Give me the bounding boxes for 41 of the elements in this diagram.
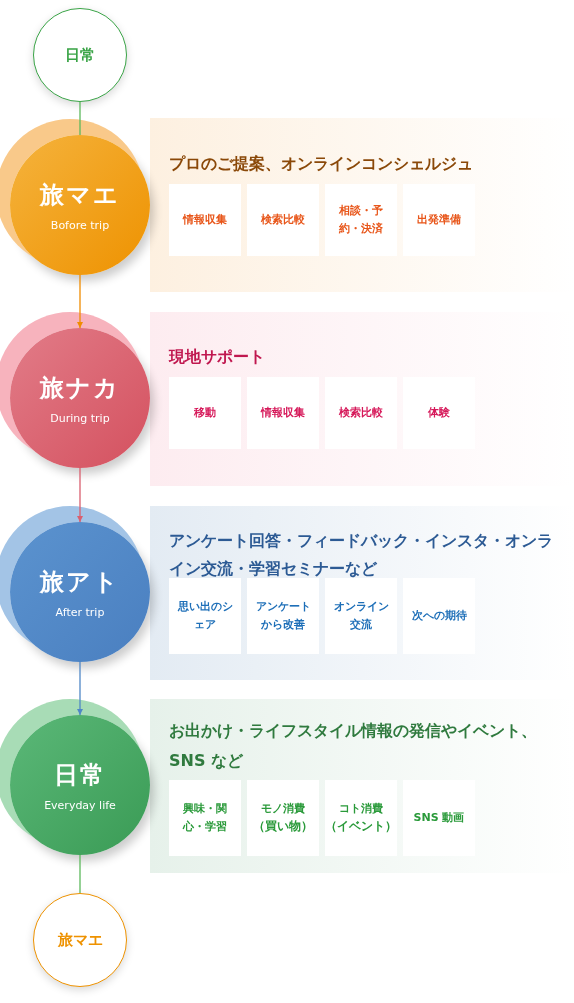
connector-line bbox=[76, 467, 84, 523]
activity-card bbox=[247, 184, 319, 256]
activity-label: コト消費 （イベント） bbox=[333, 800, 389, 836]
stage-subtitle: Bofore trip bbox=[50, 218, 110, 232]
stage-title: 旅アト bbox=[40, 566, 120, 598]
stage-title: 旅ナカ bbox=[40, 372, 120, 404]
connector-line bbox=[79, 854, 81, 894]
band-heading: プロのご提案、オンラインコンシェルジュ bbox=[169, 153, 474, 175]
activity-label: モノ消費 （買い物） bbox=[261, 800, 305, 836]
activity-label: オンライン交流 bbox=[333, 599, 389, 633]
connector-line bbox=[76, 274, 84, 329]
activity-label: 検索比較 bbox=[339, 405, 383, 422]
activity-label: 情報収集 bbox=[261, 405, 305, 422]
connector-line bbox=[79, 101, 81, 136]
activity-label: 移動 bbox=[194, 405, 216, 422]
band-heading: アンケート回答・フィードバック・インスタ・オンライン交流・学習セミナーなど bbox=[169, 530, 554, 580]
stage-subtitle: After trip bbox=[55, 605, 105, 619]
band-heading: 現地サポート bbox=[169, 346, 266, 368]
stage-subtitle: During trip bbox=[50, 411, 110, 425]
activity-label: 思い出のシェア bbox=[177, 599, 233, 633]
band-heading: お出かけ・ライフスタイル情報の発信やイベント、SNS など bbox=[169, 720, 538, 772]
connector-line bbox=[76, 661, 84, 716]
activity-label: 情報収集 bbox=[183, 212, 227, 229]
activity-label: SNS 動画 bbox=[413, 810, 465, 827]
activity-label: 相談・予約・決済 bbox=[338, 203, 384, 237]
stage-subtitle: Everyday life bbox=[44, 798, 116, 812]
stage-circle bbox=[33, 8, 127, 102]
activity-card bbox=[169, 780, 241, 856]
activity-label: 興味・関心・学習 bbox=[181, 801, 228, 835]
stage-label: 日常 bbox=[65, 45, 95, 65]
stage-title: 旅マエ bbox=[40, 179, 120, 211]
stage-label: 旅マエ bbox=[57, 930, 103, 950]
activity-label: 体験 bbox=[428, 405, 450, 422]
activity-label: 次への期待 bbox=[411, 608, 467, 625]
activity-card bbox=[169, 578, 241, 654]
activity-label: 検索比較 bbox=[261, 212, 305, 229]
stage-title: 日常 bbox=[54, 759, 106, 791]
activity-label: アンケートから改善 bbox=[255, 599, 311, 633]
stage-circle bbox=[33, 893, 127, 987]
activity-label: 出発準備 bbox=[417, 212, 461, 229]
activity-card bbox=[169, 184, 241, 256]
